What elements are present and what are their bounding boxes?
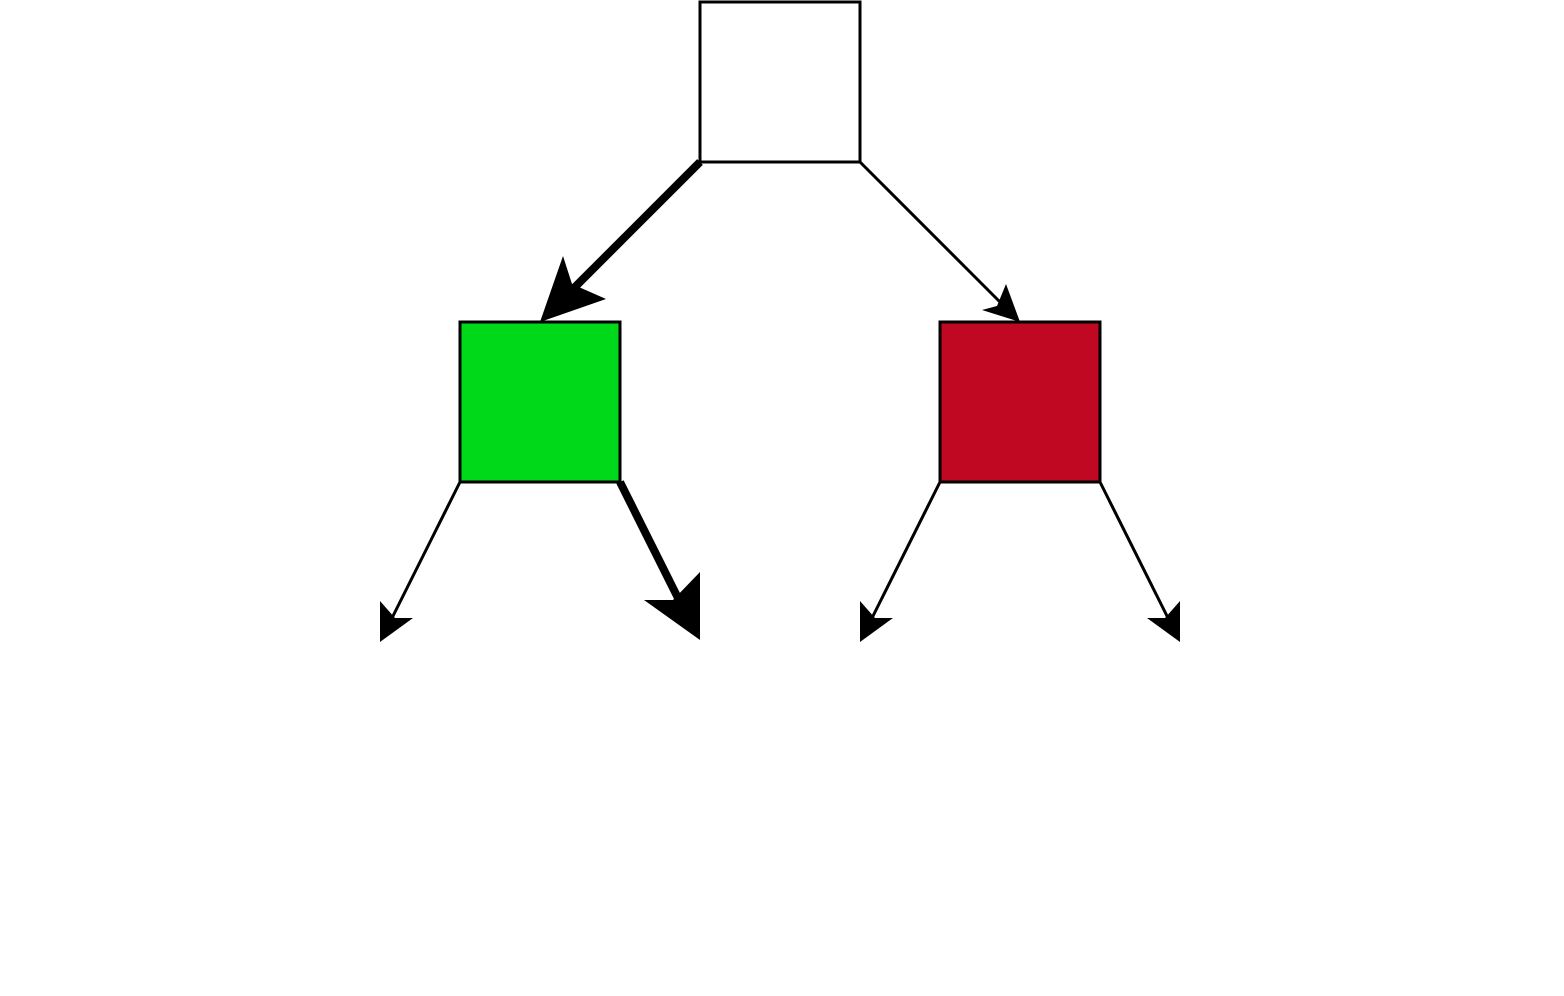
edge-root-to-right-line: [858, 160, 1006, 308]
edge-left-child-to-right-leaf: [616, 480, 700, 640]
edge-right-child-to-left-leaf-line: [870, 481, 942, 619]
edge-root-to-left: [540, 159, 703, 322]
edge-root-to-left-arrowhead: [540, 256, 606, 322]
edge-left-child-to-right-leaf-line: [616, 480, 686, 608]
edge-left-child-to-left-leaf-arrowhead: [380, 601, 413, 642]
root-node: [698, 0, 862, 164]
edge-left-child-to-right-leaf-arrowhead: [644, 572, 700, 640]
edge-right-child-to-right-leaf: [1098, 481, 1180, 642]
edge-right-child-to-right-leaf-line: [1098, 481, 1170, 619]
edge-left-child-to-left-leaf: [380, 481, 462, 642]
edge-right-child-to-right-leaf-arrowhead: [1147, 601, 1180, 642]
edge-right-child-to-left-leaf: [860, 481, 942, 642]
edge-right-child-to-left-leaf-arrowhead: [860, 601, 893, 642]
edge-root-to-right-arrowhead: [982, 284, 1020, 322]
right-child-node: [938, 320, 1102, 484]
left-child-node: [458, 320, 622, 484]
edge-root-to-left-line: [563, 159, 703, 299]
edge-root-to-right: [858, 160, 1020, 322]
edge-left-child-to-left-leaf-line: [390, 481, 462, 619]
